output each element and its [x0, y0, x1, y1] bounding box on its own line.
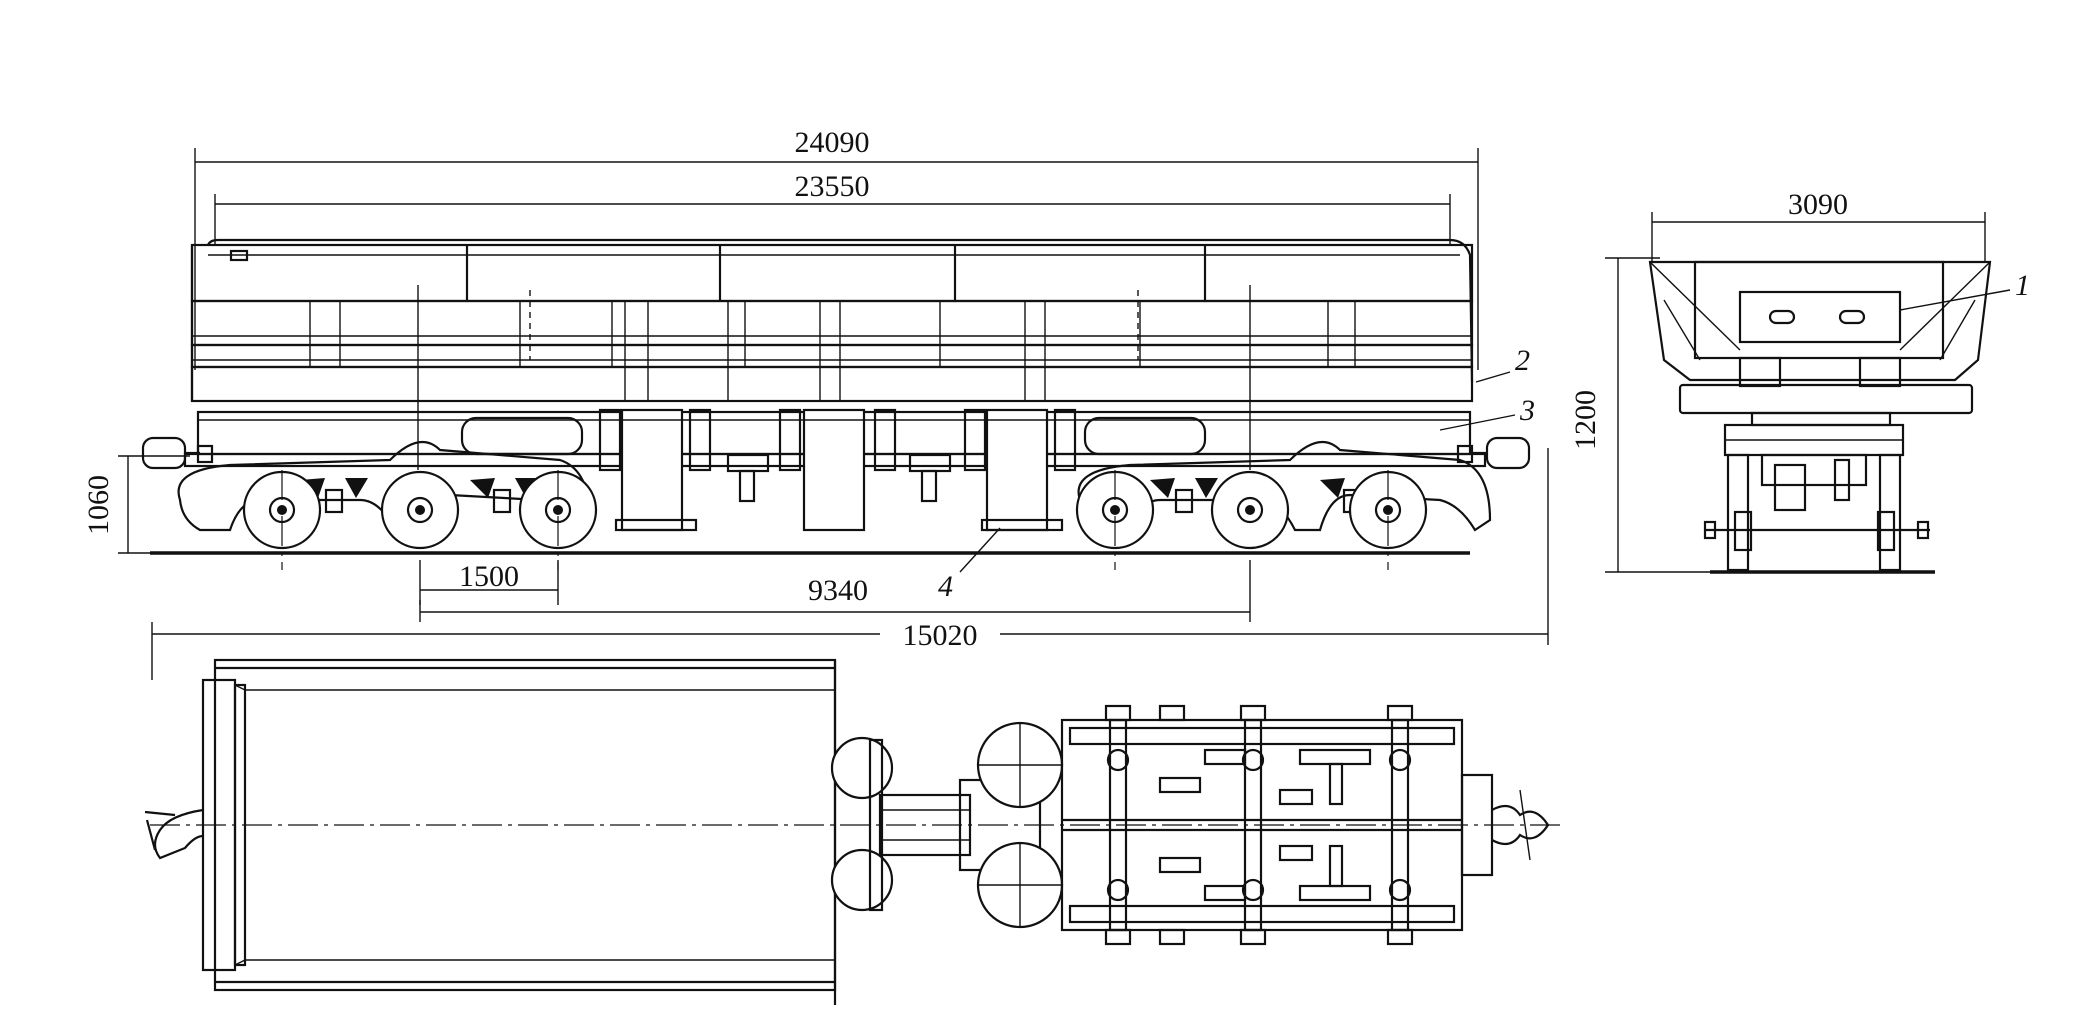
dimension-body-length: 23550 [214, 170, 1451, 245]
callout-2: 2 [1475, 344, 1530, 383]
label-24090: 24090 [795, 126, 870, 159]
callout-1: 1 [1899, 269, 2030, 311]
coupler-left [141, 436, 214, 470]
svg-text:2: 2 [1515, 344, 1530, 377]
label-9340: 9340 [808, 574, 868, 607]
plan-view [144, 658, 1560, 1005]
svg-text:1: 1 [2015, 269, 2030, 302]
label-1500: 1500 [459, 560, 519, 593]
bogie-left [177, 440, 598, 570]
underframe [183, 408, 1487, 532]
label-23550: 23550 [795, 170, 870, 203]
label-1060: 1060 [82, 475, 115, 535]
end-body-outline [1648, 260, 1992, 382]
label-15020: 15020 [903, 619, 978, 652]
dimension-end-width: 3090 [1651, 188, 1986, 262]
dimension-coupler-height: 1060 [82, 455, 190, 554]
svg-text:3: 3 [1519, 394, 1535, 427]
label-3090: 3090 [1788, 188, 1848, 221]
svg-text:4: 4 [938, 570, 953, 603]
callout-4: 4 [938, 527, 1001, 603]
dimension-axle-spacing: 1500 [419, 560, 559, 605]
dimension-overall-length: 24090 [194, 126, 1479, 370]
callout-3: 3 [1439, 394, 1535, 431]
label-1200: 1200 [1569, 390, 1602, 450]
bogie-right [1075, 440, 1492, 570]
side-elevation-view: 24090 23550 [82, 126, 1549, 680]
end-view: 3090 1200 [1569, 188, 2030, 574]
dump-body [190, 238, 1474, 470]
dimension-layout-length: 15020 [151, 448, 1549, 680]
dimension-bogie-spacing: 9340 [419, 560, 1251, 622]
dimension-end-height: 1200 [1569, 257, 1935, 573]
plan-axles [1104, 704, 1414, 946]
